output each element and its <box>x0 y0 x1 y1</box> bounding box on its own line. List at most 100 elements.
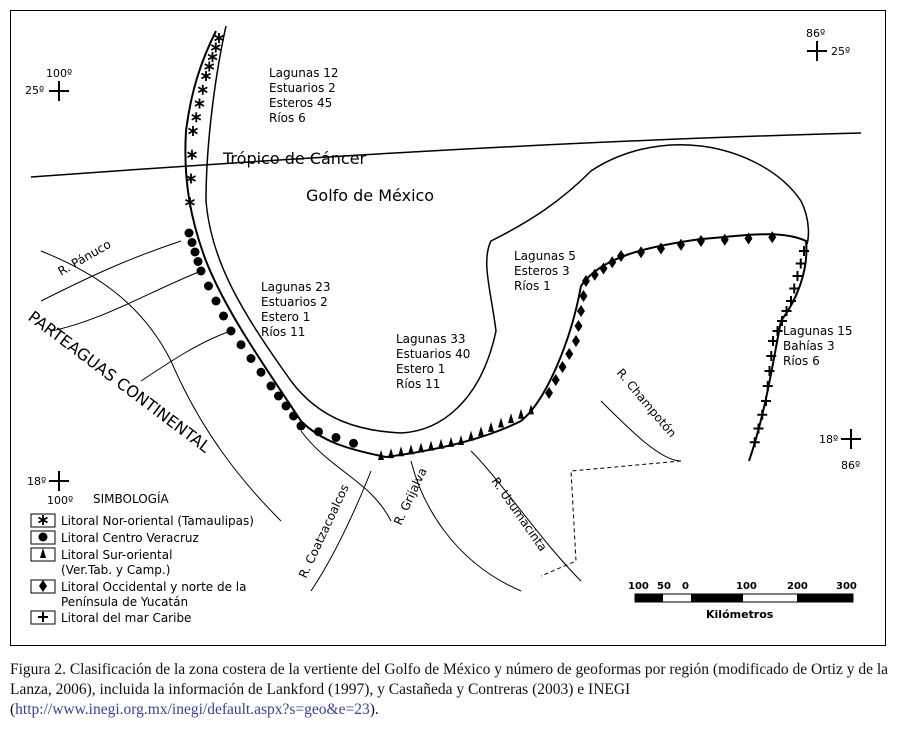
legend-symbol-tri <box>40 548 46 558</box>
marker-caribe <box>777 316 787 326</box>
marker-centro-veracruz <box>289 411 298 421</box>
marker-occidental-yucatan <box>720 233 729 246</box>
marker-centro-veracruz <box>193 257 203 266</box>
marker-occidental-yucatan <box>574 320 583 332</box>
marker-nor-oriental <box>188 126 198 136</box>
marker-centro-veracruz <box>349 438 358 448</box>
border-line <box>540 460 682 577</box>
marker-centro-veracruz <box>331 433 341 442</box>
marker-centro-veracruz <box>236 340 246 350</box>
legend-symbol-star <box>38 515 48 525</box>
marker-caribe <box>792 271 803 281</box>
marker-centro-veracruz <box>266 381 276 391</box>
caption-text: Figura 2. Clasificación de la zona coste… <box>10 661 889 718</box>
marker-centro-veracruz <box>314 427 323 437</box>
legend-item: (Ver.Tab. y Camp.) <box>61 563 170 577</box>
caption-end: ). <box>369 701 379 718</box>
marker-centro-veracruz <box>196 266 206 276</box>
legend: SIMBOLOGÍA Litoral Nor-oriental (Tamauli… <box>30 491 254 625</box>
marker-centro-veracruz <box>226 326 236 336</box>
marker-occidental-yucatan <box>582 275 590 287</box>
marker-sur-oriental <box>438 438 444 449</box>
coord-label: 100º <box>47 494 73 507</box>
coord-label: 18º <box>819 433 838 446</box>
marker-sur-oriental <box>528 404 534 415</box>
legend-item: Litoral Centro Veracruz <box>61 531 199 545</box>
marker-occidental-yucatan <box>545 387 553 399</box>
divide-line <box>40 250 392 522</box>
marker-caribe <box>753 423 764 434</box>
coord-label: 86º <box>806 27 825 40</box>
coastline <box>184 30 808 462</box>
marker-occidental-yucatan <box>572 335 580 347</box>
coordinate-labels: 100º 25º 86º 25º 18º 100º 18º 86º <box>25 27 861 507</box>
marker-occidental-yucatan <box>617 250 625 262</box>
marker-centro-veracruz <box>274 391 283 401</box>
marker-sur-oriental <box>488 421 494 432</box>
marker-centro-veracruz <box>184 228 194 238</box>
legend-item: Litoral Occidental y norte de la <box>61 580 247 594</box>
map-figure: 100º 25º 86º 25º 18º 100º 18º 86º Trópic… <box>10 10 886 646</box>
marker-centro-veracruz <box>296 421 306 431</box>
legend-title: SIMBOLOGÍA <box>93 491 170 506</box>
coord-label: 25º <box>831 45 850 58</box>
marker-caribe <box>749 437 760 448</box>
marker-centro-veracruz <box>246 354 256 363</box>
marker-sur-oriental <box>388 448 394 459</box>
marker-caribe <box>786 296 796 306</box>
marker-sur-oriental <box>468 430 474 441</box>
river-panuco: R. Pánuco <box>56 237 114 278</box>
coord-label: 18º <box>27 475 46 488</box>
marker-centro-veracruz <box>211 296 221 306</box>
legend-item: Península de Yucatán <box>61 595 188 609</box>
marker-centro-veracruz <box>187 238 197 247</box>
river-champoton: R. Champotón <box>614 366 679 440</box>
map-svg: 100º 25º 86º 25º 18º 100º 18º 86º Trópic… <box>25 25 862 625</box>
legend-symbol-cross <box>38 612 48 622</box>
legend-symbol-circle <box>38 532 48 542</box>
marker-occidental-yucatan <box>599 262 608 275</box>
marker-nor-oriental <box>191 112 202 123</box>
marker-nor-oriental <box>194 98 205 109</box>
tropic-label: Trópico de Cáncer <box>222 149 367 168</box>
legend-symbol-diamond <box>39 580 47 592</box>
scale-tick: 100 <box>628 581 649 592</box>
marker-nor-oriental <box>197 84 208 95</box>
marker-sur-oriental <box>428 440 434 451</box>
marker-sur-oriental <box>478 426 484 437</box>
marker-caribe <box>772 326 783 336</box>
marker-caribe <box>762 381 773 391</box>
marker-caribe <box>761 396 771 406</box>
legend-swatch <box>30 513 56 528</box>
marker-sur-oriental <box>378 450 384 460</box>
marker-nor-oriental <box>214 33 224 43</box>
legend-swatch <box>30 610 56 625</box>
caption-link[interactable]: http://www.inegi.org.mx/inegi/default.as… <box>15 701 370 718</box>
marker-caribe <box>789 283 800 294</box>
marker-nor-oriental <box>210 42 221 53</box>
marker-sur-oriental <box>398 446 404 457</box>
scale-unit: Kilómetros <box>706 608 774 621</box>
marker-centro-veracruz <box>219 311 228 321</box>
scale-tick: 50 <box>657 581 671 592</box>
marker-sur-oriental <box>518 408 524 419</box>
marker-sur-oriental <box>448 436 454 447</box>
marker-nor-oriental <box>187 149 197 160</box>
marker-caribe <box>795 258 806 269</box>
marker-occidental-yucatan <box>565 348 574 360</box>
tropic-line <box>30 132 862 178</box>
marker-sur-oriental <box>418 442 424 453</box>
marker-occidental-yucatan <box>551 374 560 386</box>
marker-caribe <box>799 246 809 256</box>
marker-nor-oriental <box>207 52 218 62</box>
coord-label: 25º <box>25 84 44 97</box>
marker-occidental-yucatan <box>590 268 599 281</box>
scale-tick: 200 <box>787 581 808 592</box>
river-coatzacoalcos: R. Coatzacoalcos <box>296 482 352 580</box>
marker-centro-veracruz <box>190 247 200 257</box>
scale-tick: 300 <box>836 581 857 592</box>
marker-caribe <box>768 336 778 346</box>
